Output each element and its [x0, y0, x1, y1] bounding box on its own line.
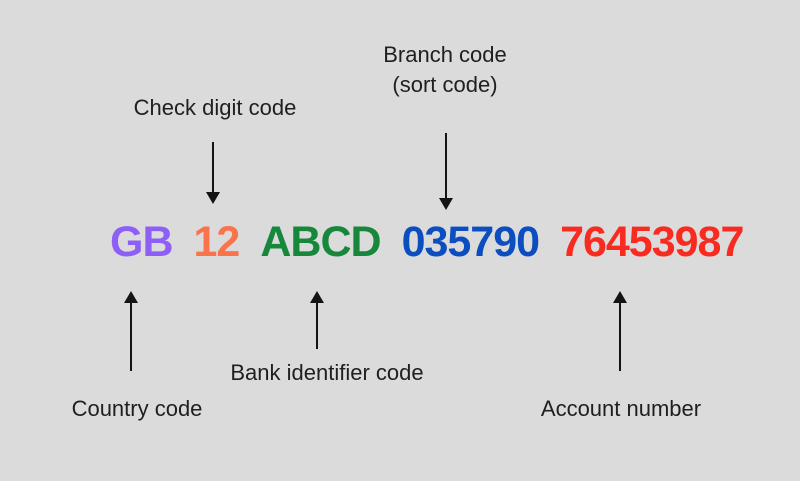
- iban-segment-check-digit: 12: [193, 218, 241, 266]
- account-number-label: Account number: [540, 396, 702, 421]
- branch-code-label-line2: (sort code): [392, 72, 498, 97]
- iban-segment-bank-identifier: ABCD: [260, 218, 381, 266]
- arrow-shaft: [445, 133, 447, 200]
- arrow-head: [439, 198, 453, 210]
- arrow-head: [124, 291, 138, 303]
- arrow-shaft: [212, 142, 214, 194]
- iban-code: GB 12 ABCD 035790 76453987: [110, 218, 744, 267]
- iban-segment-country-code: GB: [110, 218, 173, 266]
- arrow-up-icon: [613, 291, 627, 371]
- arrow-shaft: [130, 301, 132, 371]
- branch-code-label-line1: Branch code: [383, 42, 507, 67]
- arrow-down-icon: [206, 142, 220, 204]
- branch-code-label: Branch code (sort code): [383, 40, 507, 100]
- arrow-down-icon: [439, 133, 453, 210]
- country-code-label: Country code: [71, 396, 203, 421]
- arrow-shaft: [316, 301, 318, 349]
- arrow-head: [613, 291, 627, 303]
- arrow-up-icon: [124, 291, 138, 371]
- iban-segment-branch-code: 035790: [401, 218, 540, 266]
- arrow-up-icon: [310, 291, 324, 349]
- arrow-head: [206, 192, 220, 204]
- bank-identifier-code-label: Bank identifier code: [230, 360, 424, 385]
- arrow-head: [310, 291, 324, 303]
- iban-segment-account-number: 76453987: [560, 218, 744, 266]
- arrow-shaft: [619, 301, 621, 371]
- check-digit-code-label: Check digit code: [133, 95, 297, 120]
